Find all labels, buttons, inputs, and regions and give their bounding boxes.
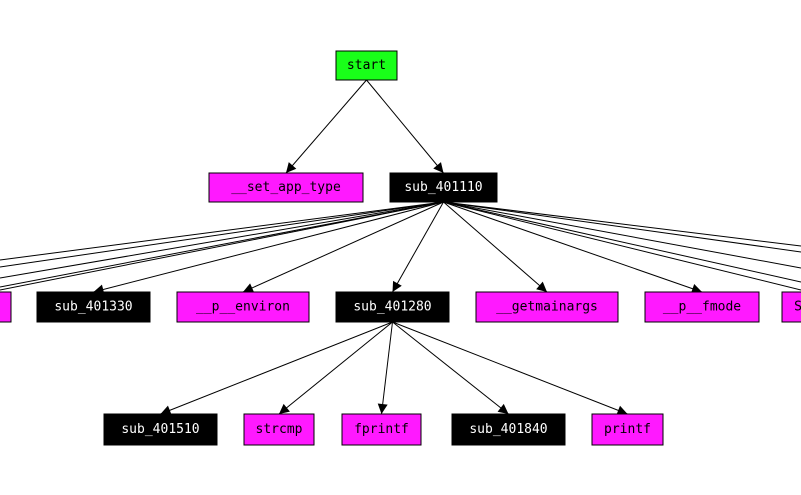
graph-node-sub-401110[interactable]: sub_401110 <box>389 172 498 203</box>
node-box <box>389 172 498 203</box>
edge-offscreen-0 <box>0 201 444 261</box>
graph-node-cut-right[interactable]: Se <box>781 291 801 323</box>
node-label: strcmp <box>256 422 303 437</box>
graph-node-printf[interactable]: printf <box>591 413 664 446</box>
node-box <box>176 291 310 323</box>
edge-arrow-printf <box>616 405 628 416</box>
graph-node-set-app-type[interactable]: __set_app_type <box>208 172 364 203</box>
node-box <box>781 291 801 323</box>
node-label: sub_401330 <box>54 300 132 315</box>
graph-node-getmainargs[interactable]: __getmainargs <box>475 291 619 323</box>
node-box <box>644 291 760 323</box>
edge-arrow-sub_401840 <box>497 403 509 414</box>
node-label: sub_401840 <box>469 422 547 437</box>
edges-layer <box>0 79 801 416</box>
node-box <box>243 413 315 446</box>
node-label: start <box>347 58 386 73</box>
graph-node-cut-left[interactable]: t <box>0 291 12 323</box>
edge-sub_401280-to-strcmp <box>278 321 393 415</box>
graph-node-sub-401510[interactable]: sub_401510 <box>103 413 218 446</box>
edge-sub_401110-to-p_fmode <box>443 201 703 293</box>
node-box <box>208 172 364 203</box>
edge-sub_401280-to-fprintf <box>381 321 393 415</box>
graph-node-sub-401280[interactable]: sub_401280 <box>335 291 450 323</box>
node-box <box>451 413 566 446</box>
edge-offscreen-7 <box>443 201 801 283</box>
edge-arrow-p_fmode <box>690 283 702 294</box>
edge-arrow-strcmp <box>279 403 290 414</box>
edge-offscreen-6 <box>443 201 801 269</box>
edge-sub_401280-to-sub_401510 <box>160 321 393 415</box>
edge-sub_401110-to-getmainargs <box>443 201 548 293</box>
node-box <box>335 291 450 323</box>
node-label: __p__fmode <box>663 300 741 315</box>
edge-arrow-getmainargs <box>536 281 547 292</box>
edge-arrow-sub_401110 <box>433 162 444 173</box>
node-label: sub_401280 <box>353 300 431 315</box>
graph-node-fprintf[interactable]: fprintf <box>341 413 422 446</box>
node-label: sub_401110 <box>404 180 482 195</box>
node-box <box>591 413 664 446</box>
node-label: sub_401510 <box>121 422 199 437</box>
node-box <box>103 413 218 446</box>
node-label: fprintf <box>354 422 409 437</box>
node-label: printf <box>604 422 651 437</box>
node-box <box>335 50 398 81</box>
edge-offscreen-4 <box>443 201 801 247</box>
edge-arrow-sub_401510 <box>160 405 172 415</box>
graph-node-sub-401840[interactable]: sub_401840 <box>451 413 566 446</box>
graph-node-p-fmode[interactable]: __p__fmode <box>644 291 760 323</box>
graph-node-strcmp[interactable]: strcmp <box>243 413 315 446</box>
edge-start-to-sub_401110 <box>366 79 444 174</box>
graph-node-start[interactable]: start <box>335 50 398 81</box>
nodes-layer: start __set_app_type sub_401110t sub_401330… <box>0 50 801 446</box>
node-box <box>36 291 151 323</box>
node-label: __set_app_type <box>231 180 341 195</box>
edge-offscreen-2 <box>0 201 444 279</box>
edge-start-to-set_app_type <box>285 79 367 174</box>
edge-sub_401110-to-sub_401280 <box>392 201 444 293</box>
edge-offscreen-1 <box>0 201 444 268</box>
edge-sub_401110-to-p_environ <box>242 201 444 293</box>
graph-node-p-environ[interactable]: __p__environ <box>176 291 310 323</box>
edge-arrow-sub_401280 <box>392 280 402 292</box>
edge-sub_401110-to-sub_401330 <box>93 201 444 293</box>
graph-node-sub-401330[interactable]: sub_401330 <box>36 291 151 323</box>
edge-arrow-set_app_type <box>286 162 297 173</box>
node-box <box>0 291 12 323</box>
edge-offscreen-5 <box>443 201 801 253</box>
node-label: Se <box>794 300 801 315</box>
node-label: __p__environ <box>196 300 290 315</box>
edge-sub_401280-to-sub_401840 <box>392 321 509 415</box>
edge-sub_401280-to-printf <box>392 321 628 415</box>
edge-sub_401110-to-cut_left <box>0 201 444 291</box>
edge-arrow-p_environ <box>243 283 255 293</box>
node-box <box>341 413 422 446</box>
node-box <box>475 291 619 323</box>
node-label: __getmainargs <box>496 300 598 315</box>
edge-arrow-fprintf <box>377 403 388 414</box>
edge-sub_401110-to-cut_right <box>443 201 801 291</box>
